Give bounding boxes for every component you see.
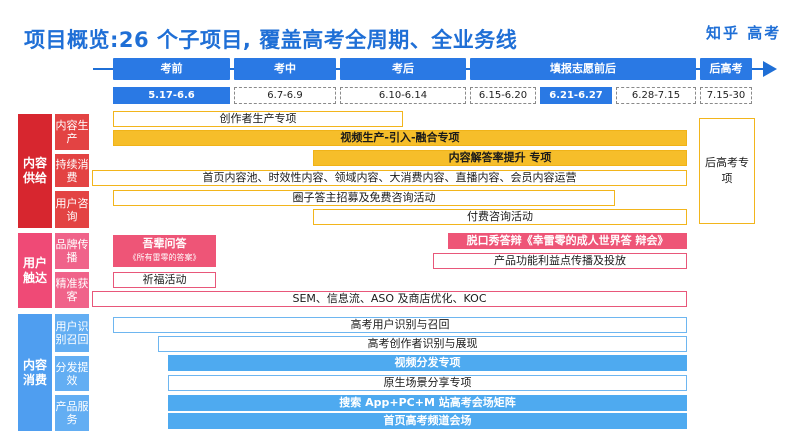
elders-qa-title: 吾辈问答 [142, 237, 187, 250]
bar-blessing: 祈福活动 [113, 272, 216, 288]
bar-search-matrix: 搜索 App+PC+M 站高考会场矩阵 [168, 395, 687, 411]
bar-sem: SEM、信息流、ASO 及商店优化、KOC [92, 291, 687, 307]
sub-user-recall: 用户识别召回 [55, 314, 89, 352]
phase-application: 填报志愿前后 [470, 58, 696, 80]
bar-video-production: 视频生产-引入-融合专项 [113, 130, 687, 146]
phase-during-exam: 考中 [234, 58, 336, 80]
date-range: 6.10-6.14 [340, 87, 466, 104]
bar-native-sharing: 原生场景分享专项 [168, 375, 687, 391]
bar-video-distribution: 视频分发专项 [168, 355, 687, 371]
bar-homepage-channel: 首页高考频道会场 [168, 413, 687, 429]
bar-talkshow: 脱口秀答辩《幸雷零的成人世界答 辩会》 [448, 233, 687, 249]
phase-after-gaokao: 后高考 [700, 58, 752, 80]
bar-paid-consult: 付费咨询活动 [313, 209, 687, 225]
bar-feature-promotion: 产品功能利益点传播及投放 [433, 253, 687, 269]
date-range: 5.17-6.6 [113, 87, 230, 104]
category-user-reach: 用户触达 [18, 233, 52, 308]
sub-user-consultation: 用户咨询 [55, 191, 89, 228]
bar-homepage-content: 首页内容池、时效性内容、领域内容、大消费内容、直播内容、会员内容运营 [92, 170, 687, 186]
date-range: 6.28-7.15 [616, 87, 696, 104]
zhihu-gaokao-logo: 知乎 高考 [706, 24, 782, 42]
category-content-consumption: 内容消费 [18, 314, 52, 431]
page-title: 项目概览:26 个子项目, 覆盖高考全周期、全业务线 [24, 28, 518, 52]
bar-creator-recognition: 高考创作者识别与展现 [158, 336, 687, 352]
phase-post-exam: 考后 [340, 58, 466, 80]
date-range: 7.15-30 [700, 87, 752, 104]
sub-content-production: 内容生产 [55, 114, 89, 150]
sub-continuous-consumption: 持续消费 [55, 154, 89, 187]
sub-brand-communication: 品牌传播 [55, 233, 89, 269]
timeline-arrow-icon [763, 61, 777, 77]
bar-creator-production: 创作者生产专项 [113, 111, 403, 127]
bar-circle-recruit: 圈子答主招募及免费咨询活动 [113, 190, 615, 206]
elders-qa-card: 吾辈问答 《所有雷零的答案》 [113, 235, 216, 267]
sub-product-service: 产品服务 [55, 395, 89, 431]
date-range: 6.15-6.20 [470, 87, 536, 104]
date-range: 6.7-6.9 [234, 87, 336, 104]
sub-distribution-efficiency: 分发提效 [55, 356, 89, 391]
post-gaokao-project: 后高考专项 [699, 118, 755, 224]
phase-pre-exam: 考前 [113, 58, 230, 80]
bar-answer-rate: 内容解答率提升 专项 [313, 150, 687, 166]
sub-precise-acquisition: 精准获客 [55, 272, 89, 308]
date-range: 6.21-6.27 [540, 87, 612, 104]
bar-user-recall: 高考用户识别与召回 [113, 317, 687, 333]
elders-qa-subtitle: 《所有雷零的答案》 [128, 253, 201, 262]
category-content-supply: 内容供给 [18, 114, 52, 228]
